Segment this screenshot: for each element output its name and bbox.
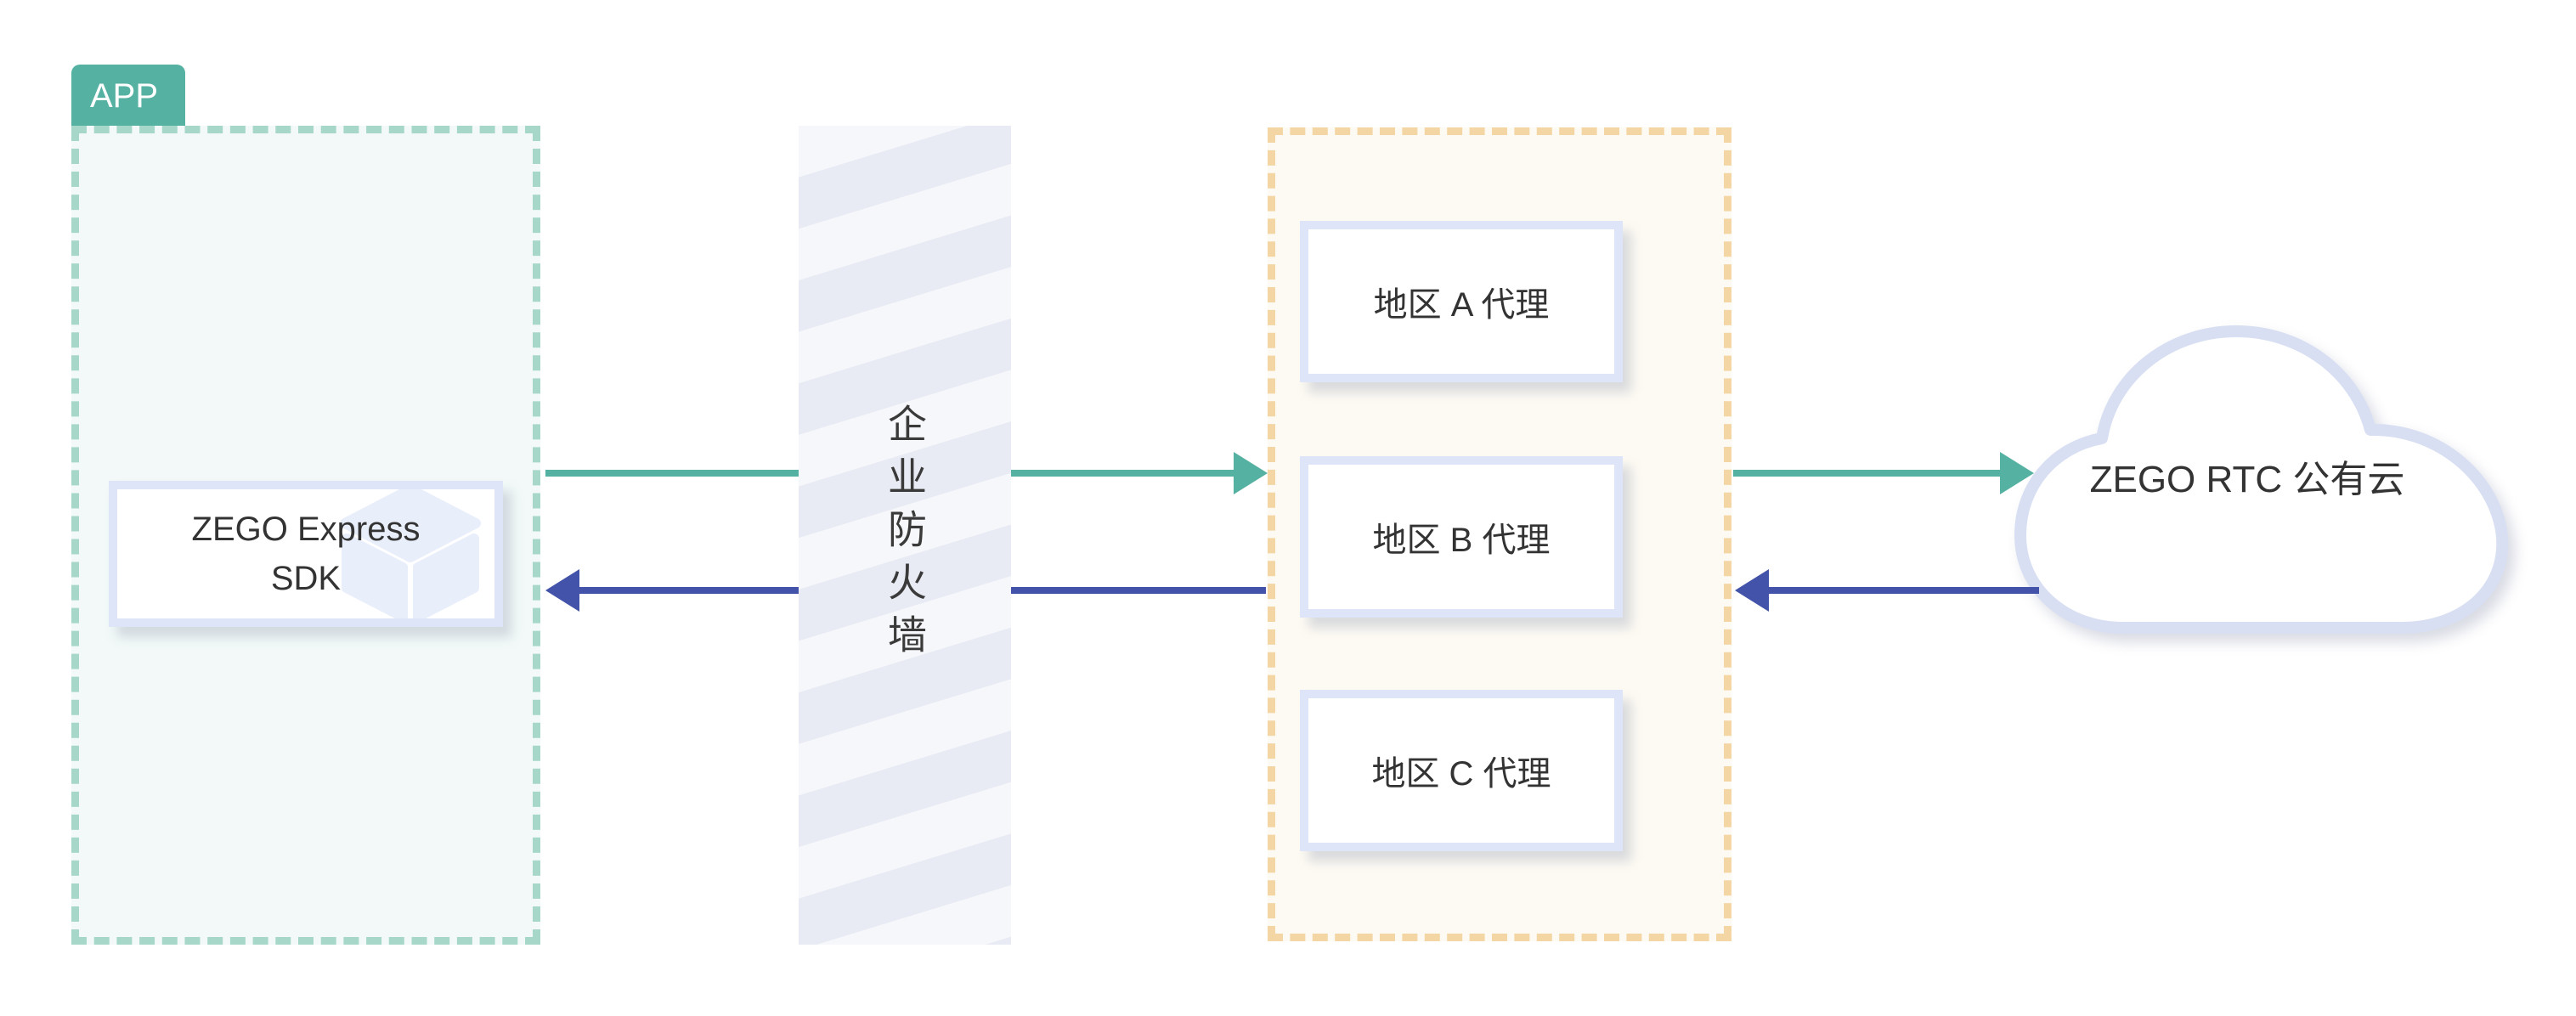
arrow-cloud-to-proxy-head — [1735, 569, 1769, 612]
firewall-bar: 企业防火墙 — [799, 126, 1011, 945]
proxy-node-region-c-label: 地区 C 代理 — [1371, 755, 1551, 793]
arrow-proxy-to-cloud-head — [2000, 452, 2034, 494]
proxy-node-region-b: 地区 B 代理 — [1300, 456, 1623, 618]
arrow-proxy-to-cloud-line — [1733, 470, 2002, 477]
cloud-node: ZEGO RTC 公有云 — [1995, 302, 2525, 646]
app-group-tag: APP — [71, 65, 185, 126]
arrow-cloud-to-proxy-line — [1767, 587, 2039, 594]
cube-3d-icon — [340, 489, 481, 618]
proxy-node-region-c: 地区 C 代理 — [1300, 690, 1623, 851]
arrow-proxy-to-sdk-head — [545, 569, 579, 612]
firewall-label: 企业防火墙 — [883, 404, 927, 667]
proxy-node-region-a: 地区 A 代理 — [1300, 221, 1623, 382]
sdk-label-line2: SDK — [270, 560, 342, 597]
proxy-node-region-b-label: 地区 B 代理 — [1372, 522, 1551, 559]
proxy-node-region-a-label: 地区 A 代理 — [1373, 286, 1550, 324]
cloud-icon — [2014, 325, 2509, 634]
sdk-label-line1: ZEGO Express — [191, 511, 421, 548]
arrow-sdk-to-proxy-head — [1234, 452, 1268, 494]
sdk-node-label: ZEGO Express SDK — [192, 505, 421, 603]
sdk-node: ZEGO Express SDK — [109, 481, 503, 627]
cloud-node-label: ZEGO RTC 公有云 — [2089, 459, 2405, 501]
